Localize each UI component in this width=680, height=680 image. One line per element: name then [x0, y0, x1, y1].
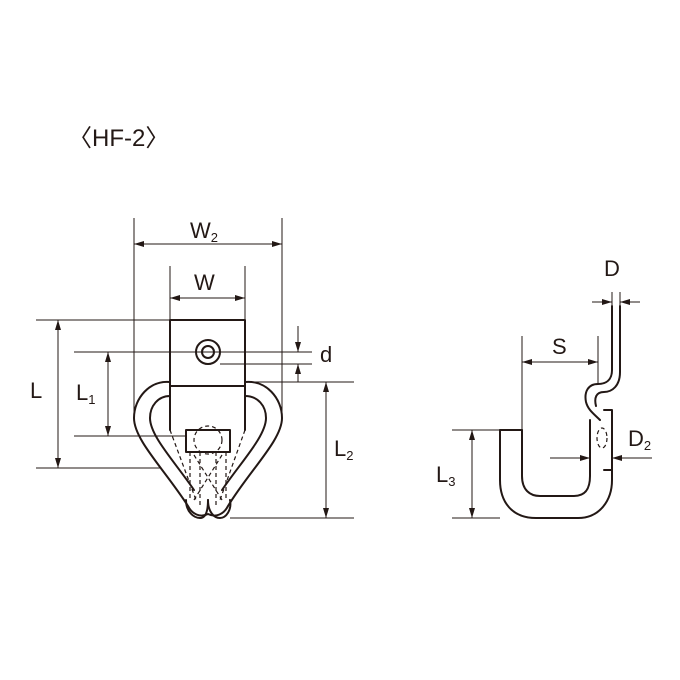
- w2-label: W2: [190, 218, 218, 245]
- hinge-block: [185, 429, 231, 453]
- w-label: W: [194, 270, 215, 295]
- side-plate-lower: [603, 409, 613, 471]
- drawing-title: 〈HF-2〉: [68, 125, 169, 152]
- ring-bottom-left: [185, 499, 209, 519]
- d-label: d: [320, 342, 332, 367]
- ring-bottom-right: [207, 499, 232, 519]
- side-view: D S D2 L3: [436, 256, 652, 519]
- ring-inner: [149, 395, 267, 491]
- D-label: D: [604, 256, 620, 281]
- hidden-lines: [169, 425, 246, 505]
- l-label: L: [30, 378, 42, 403]
- l1-label: L1: [76, 380, 95, 407]
- mounting-plate: [169, 319, 246, 387]
- d2-label: D2: [628, 426, 651, 453]
- l2-label: L2: [334, 436, 353, 463]
- j-hook-inner: [521, 419, 591, 497]
- s-label: S: [552, 334, 567, 359]
- side-hidden-hole: [596, 427, 608, 449]
- j-hook-outer: [499, 429, 613, 519]
- strap-lower: [169, 385, 246, 431]
- front-view: W2 W d L L1 L2: [30, 218, 354, 519]
- side-plate: [584, 305, 621, 421]
- side-extension-lines: [452, 292, 652, 519]
- ring-outer: [133, 380, 283, 517]
- l3-label: L3: [436, 462, 455, 489]
- extension-lines: [36, 218, 354, 519]
